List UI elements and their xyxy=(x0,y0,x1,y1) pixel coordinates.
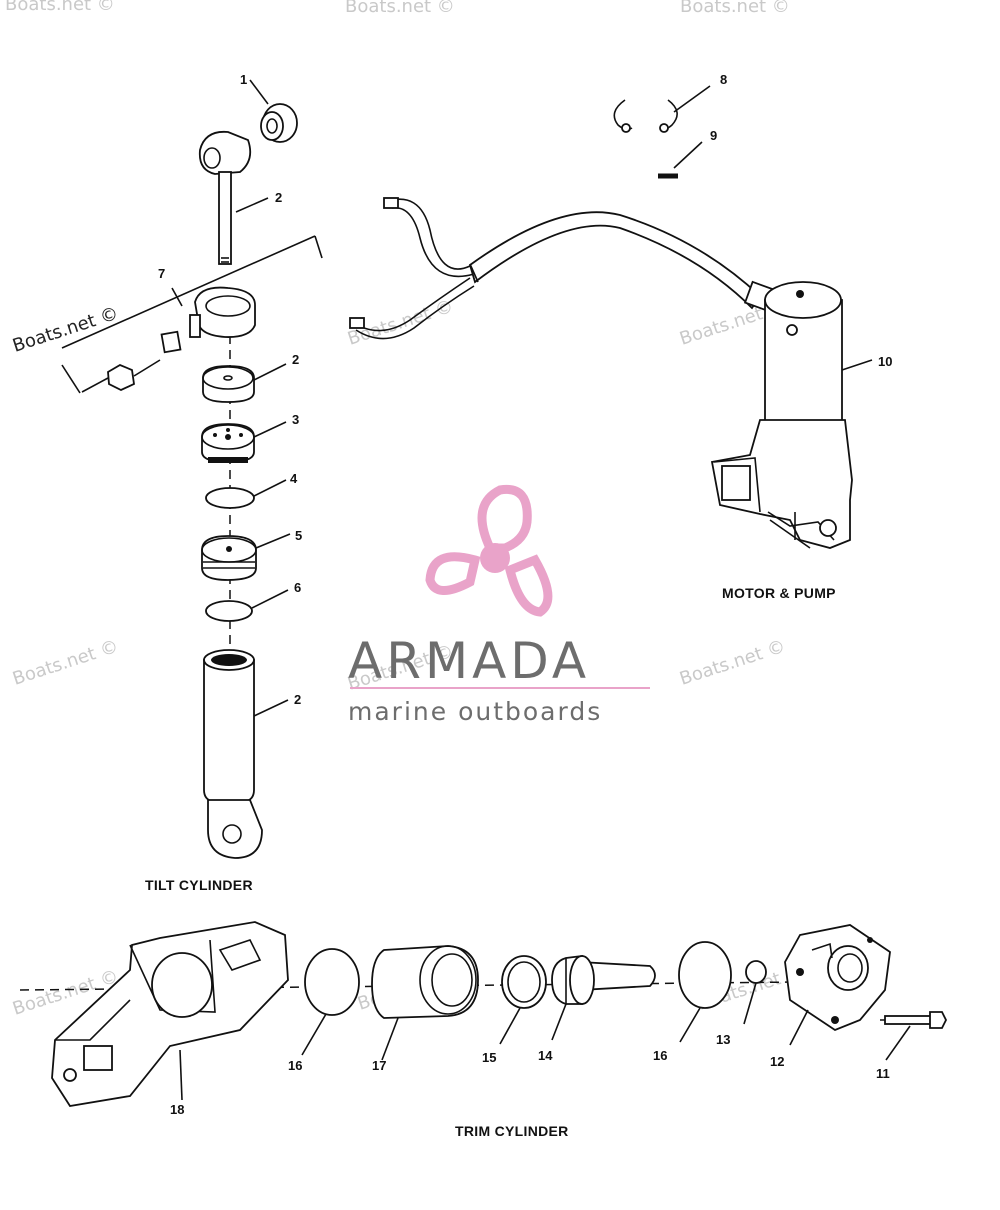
watermark-top-center: Boats.net © xyxy=(345,0,455,17)
wire-harness xyxy=(349,197,762,340)
callout-2c: 2 xyxy=(294,692,301,707)
callout-2a: 2 xyxy=(275,190,282,205)
leader-6 xyxy=(251,589,289,609)
leader-3 xyxy=(253,421,287,438)
leader-8 xyxy=(673,85,711,113)
tilt-cylinder-assembly: 1 2 7 xyxy=(61,72,323,893)
leader-18 xyxy=(179,1049,183,1101)
callout-16b: 16 xyxy=(653,1048,667,1063)
watermark-top-left: Boats.net © xyxy=(5,0,115,15)
part-18-manifold xyxy=(51,921,289,1107)
part-6-o-ring xyxy=(205,600,253,622)
part-12-end-cap xyxy=(784,924,891,1032)
part-4-o-ring xyxy=(205,487,255,509)
callout-2b: 2 xyxy=(292,352,299,367)
part-16a-o-ring xyxy=(304,948,360,1016)
callout-16a: 16 xyxy=(288,1058,302,1073)
leader-16b xyxy=(679,1007,701,1043)
part-17-sleeve xyxy=(371,945,479,1019)
callout-3: 3 xyxy=(292,412,299,427)
leader-9 xyxy=(673,141,703,169)
callout-9: 9 xyxy=(710,128,717,143)
part-2-washer xyxy=(202,365,255,403)
leader-2a xyxy=(235,197,269,213)
part-1-bushing xyxy=(260,103,298,143)
label-tilt-cylinder: TILT CYLINDER xyxy=(145,877,253,893)
part-7-clamp xyxy=(61,235,323,394)
callout-17: 17 xyxy=(372,1058,386,1073)
leader-13 xyxy=(743,982,757,1025)
leader-1 xyxy=(249,79,269,105)
trim-cylinder-assembly: 18 16 17 15 14 16 xyxy=(19,921,948,1139)
leader-10 xyxy=(841,359,873,371)
leader-12 xyxy=(789,1009,809,1046)
leader-7 xyxy=(171,287,183,307)
brand-name: ARMADA xyxy=(348,632,590,690)
leader-15 xyxy=(499,1007,521,1045)
callout-18: 18 xyxy=(170,1102,184,1117)
part-11-bolt xyxy=(884,1011,948,1029)
leader-17 xyxy=(381,1017,399,1061)
part-2-rod-end xyxy=(198,130,252,265)
armada-logo: ARMADA marine outboards xyxy=(348,484,650,726)
callout-10: 10 xyxy=(878,354,892,369)
callout-8: 8 xyxy=(720,72,727,87)
part-10-motor-pump xyxy=(710,280,853,549)
callout-15: 15 xyxy=(482,1050,496,1065)
leader-16a xyxy=(301,1013,327,1056)
callout-12: 12 xyxy=(770,1054,784,1069)
callout-14: 14 xyxy=(538,1048,553,1063)
leader-11 xyxy=(885,1025,911,1061)
callout-4: 4 xyxy=(290,471,298,486)
leader-4 xyxy=(253,479,287,497)
part-8-clips xyxy=(613,99,678,133)
leader-14 xyxy=(551,1003,567,1041)
label-trim-cylinder: TRIM CYLINDER xyxy=(455,1123,569,1139)
brand-tagline: marine outboards xyxy=(348,697,602,726)
callout-11: 11 xyxy=(876,1066,890,1081)
label-motor-pump: MOTOR & PUMP xyxy=(722,585,836,601)
part-16b-o-ring xyxy=(678,941,732,1009)
leader-2c xyxy=(253,699,289,717)
watermark-lower-right: Boats.net © xyxy=(677,636,788,690)
part-2-cylinder xyxy=(203,649,263,859)
part-3-piston-head xyxy=(201,423,255,463)
watermark-lower-left: Boats.net © xyxy=(10,636,121,690)
propeller-icon xyxy=(425,484,553,617)
callout-5: 5 xyxy=(295,528,302,543)
callout-6: 6 xyxy=(294,580,301,595)
callout-7: 7 xyxy=(158,266,165,281)
part-5-piston xyxy=(201,535,257,581)
part-14-piston xyxy=(551,954,656,1005)
part-15-seal xyxy=(501,955,547,1009)
callout-13: 13 xyxy=(716,1032,730,1047)
motor-pump-assembly: 8 9 xyxy=(349,72,892,601)
callout-1: 1 xyxy=(240,72,247,87)
background-watermarks: Boats.net © Boats.net © Boats.net © Boat… xyxy=(5,0,806,1020)
watermark-top-right: Boats.net © xyxy=(680,0,790,17)
leader-2b xyxy=(253,363,287,381)
part-13-ball xyxy=(745,960,767,984)
leader-5 xyxy=(255,533,291,549)
